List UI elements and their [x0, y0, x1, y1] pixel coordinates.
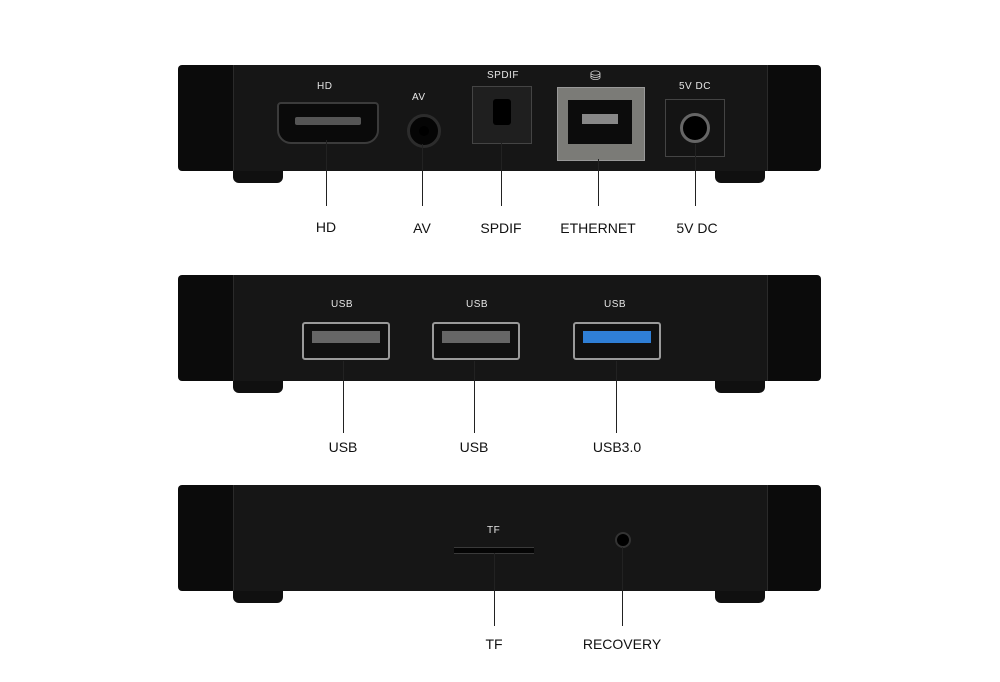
ethernet-pins	[582, 114, 618, 124]
usb3-port	[573, 322, 661, 360]
ethernet-port	[557, 87, 645, 161]
usb3-caption: USB3.0	[592, 439, 642, 455]
spdif-leader-line	[501, 143, 502, 206]
hd-caption: HD	[315, 219, 337, 235]
usb3-leader-line	[616, 361, 617, 433]
av-jack	[407, 114, 441, 148]
av-port-label: AV	[412, 92, 426, 103]
recovery-pinhole	[615, 532, 631, 548]
usb-port-label: USB	[466, 299, 489, 310]
recovery-leader-line	[622, 547, 623, 626]
dc-port-label: 5V DC	[679, 81, 711, 92]
spdif-port-label: SPDIF	[487, 70, 519, 81]
usb-port	[302, 322, 390, 360]
hd-leader-line	[326, 140, 327, 206]
device-face	[233, 485, 768, 591]
dc-leader-line	[695, 144, 696, 206]
spdif-port	[472, 86, 532, 144]
ethernet-leader-line	[598, 159, 599, 206]
device-foot	[233, 381, 283, 393]
tf-port-label: TF	[487, 525, 501, 536]
device-foot	[715, 171, 765, 183]
dc-caption: 5V DC	[676, 220, 718, 236]
usb-leader-line	[343, 361, 344, 433]
av-leader-line	[422, 144, 423, 206]
tf-leader-line	[494, 553, 495, 626]
usb-port-label: USB	[331, 299, 354, 310]
device-foot	[715, 591, 765, 603]
device-foot	[233, 171, 283, 183]
device-foot	[233, 591, 283, 603]
device-foot	[715, 381, 765, 393]
av-caption: AV	[413, 220, 431, 236]
tf-caption: TF	[485, 636, 503, 652]
usb-leader-line	[474, 361, 475, 433]
usb-port	[432, 322, 520, 360]
usb-caption: USB	[459, 439, 489, 455]
recovery-caption: RECOVERY	[582, 636, 662, 652]
hdmi-port	[277, 102, 379, 144]
hd-port-label: HD	[317, 81, 333, 92]
network-icon: ⛁	[590, 68, 602, 83]
ethernet-caption: ETHERNET	[560, 220, 636, 236]
usb3-port-label: USB	[604, 299, 627, 310]
spdif-caption: SPDIF	[480, 220, 522, 236]
usb-caption: USB	[328, 439, 358, 455]
